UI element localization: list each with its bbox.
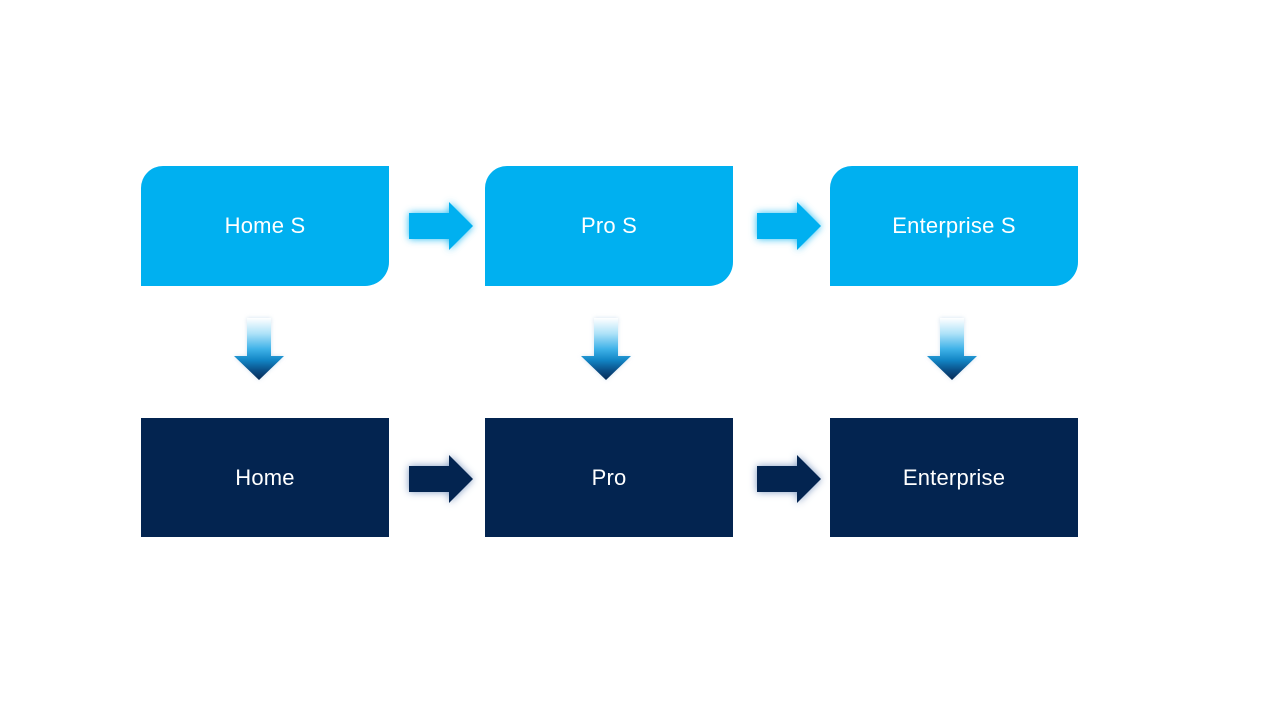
right-arrow-icon <box>757 455 821 503</box>
node-enterprise: Enterprise <box>830 418 1078 537</box>
down-arrow-icon <box>234 318 284 380</box>
node-enterprise-s-label: Enterprise S <box>892 213 1016 238</box>
node-home-s: Home S <box>141 166 389 286</box>
down-arrow-icon <box>927 318 977 380</box>
node-enterprise-s: Enterprise S <box>830 166 1078 286</box>
node-home: Home <box>141 418 389 537</box>
right-arrow-icon <box>757 202 821 250</box>
node-pro: Pro <box>485 418 733 537</box>
node-pro-label: Pro <box>591 464 627 490</box>
node-home-label: Home <box>235 464 295 490</box>
right-arrow-icon <box>409 202 473 250</box>
down-arrow-icon <box>581 318 631 380</box>
right-arrow-icon <box>409 455 473 503</box>
node-home-s-label: Home S <box>224 213 306 238</box>
node-pro-s: Pro S <box>485 166 733 286</box>
node-enterprise-label: Enterprise <box>902 464 1006 490</box>
node-pro-s-label: Pro S <box>580 213 638 238</box>
